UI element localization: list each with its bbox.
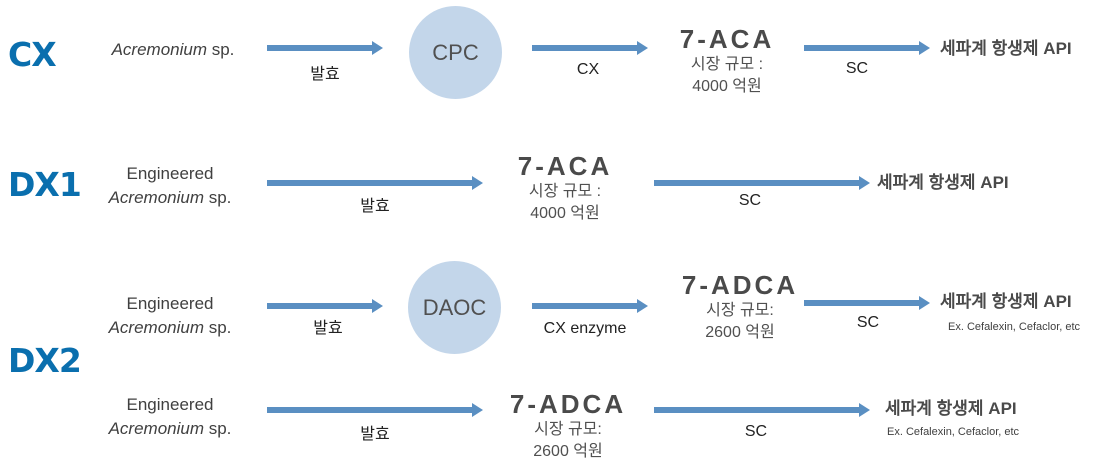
arrow-fermentation: [267, 299, 383, 313]
source-genus: Acremonium: [108, 318, 204, 337]
cx-enzyme-label: CX enzyme: [543, 320, 627, 337]
process-label-dx1: DX1: [8, 165, 82, 204]
intermediate-label: DAOC: [422, 294, 487, 320]
product-7adca: 7-ADCA 시장 규모: 2600 억원: [682, 270, 798, 344]
product-7aca: 7-ACA 시장 규모 : 4000 억원: [518, 151, 612, 225]
api-output: 세파계 항생제 API: [877, 172, 1009, 194]
cx-step-label: CX: [576, 61, 600, 78]
fermentation-label: 발효: [360, 198, 390, 215]
source-engineered: Engineered: [126, 395, 214, 414]
source-organism: Engineered Acremonium sp.: [95, 292, 245, 340]
source-suffix: sp.: [207, 40, 235, 59]
product-name: 7-ACA: [679, 24, 775, 54]
arrow-fermentation: [267, 403, 483, 417]
fermentation-label: 발효: [310, 66, 340, 83]
arrow-sc: [804, 41, 930, 55]
api-title: 세파계 항생제 API: [940, 292, 1072, 311]
source-genus: Acremonium: [108, 419, 204, 438]
source-genus: Acremonium: [108, 188, 204, 207]
product-7aca: 7-ACA 시장 규모 : 4000 억원: [680, 24, 774, 98]
product-name: 7-ADCA: [681, 270, 799, 300]
market-size-label: 시장 규모:: [534, 421, 602, 438]
arrow-fermentation: [267, 41, 383, 55]
process-label-dx2: DX2: [8, 341, 82, 380]
market-size-value: 4000 억원: [530, 205, 600, 222]
market-size-value: 4000 억원: [692, 78, 762, 95]
api-output: 세파계 항생제 API Ex. Cefalexin, Cefaclor, etc: [940, 291, 1080, 335]
intermediate-label: CPC: [432, 39, 479, 65]
sc-step-label: SC: [856, 314, 880, 331]
market-size-label: 시장 규모 :: [690, 56, 764, 73]
source-organism: Acremonium sp.: [98, 38, 248, 62]
sc-step-label: SC: [845, 60, 869, 77]
api-title: 세파계 항생제 API: [885, 399, 1017, 418]
api-examples: Ex. Cefalexin, Cefaclor, etc: [948, 321, 1081, 333]
source-engineered: Engineered: [126, 294, 214, 313]
market-size-value: 2600 억원: [705, 324, 775, 341]
arrow-cx: [532, 41, 648, 55]
arrow-sc: [804, 296, 930, 310]
source-suffix: sp.: [204, 318, 232, 337]
arrow-sc: [654, 176, 870, 190]
intermediate-circle-daoc: DAOC: [408, 261, 501, 354]
market-size-value: 2600 억원: [533, 443, 603, 460]
sc-step-label: SC: [744, 423, 768, 440]
fermentation-label: 발효: [360, 426, 390, 443]
process-label-cx: CX: [8, 35, 57, 74]
product-name: 7-ADCA: [509, 389, 627, 419]
fermentation-label: 발효: [313, 320, 343, 337]
product-name: 7-ACA: [517, 151, 613, 181]
market-size-label: 시장 규모:: [706, 302, 774, 319]
api-title: 세파계 항생제 API: [940, 39, 1072, 58]
source-genus: Acremonium: [111, 40, 207, 59]
source-organism: Engineered Acremonium sp.: [95, 393, 245, 441]
api-output: 세파계 항생제 API: [940, 38, 1072, 60]
source-suffix: sp.: [204, 419, 232, 438]
arrow-fermentation: [267, 176, 483, 190]
arrow-sc: [654, 403, 870, 417]
api-output: 세파계 항생제 API Ex. Cefalexin, Cefaclor, etc: [885, 398, 1019, 440]
source-organism: Engineered Acremonium sp.: [95, 162, 245, 210]
api-examples: Ex. Cefalexin, Cefaclor, etc: [887, 426, 1020, 438]
intermediate-circle-cpc: CPC: [409, 6, 502, 99]
source-engineered: Engineered: [126, 164, 214, 183]
market-size-label: 시장 규모 :: [528, 183, 602, 200]
arrow-cx-enzyme: [532, 299, 648, 313]
source-suffix: sp.: [204, 188, 232, 207]
api-title: 세파계 항생제 API: [877, 173, 1009, 192]
product-7adca: 7-ADCA 시장 규모: 2600 억원: [510, 389, 626, 463]
sc-step-label: SC: [738, 192, 762, 209]
